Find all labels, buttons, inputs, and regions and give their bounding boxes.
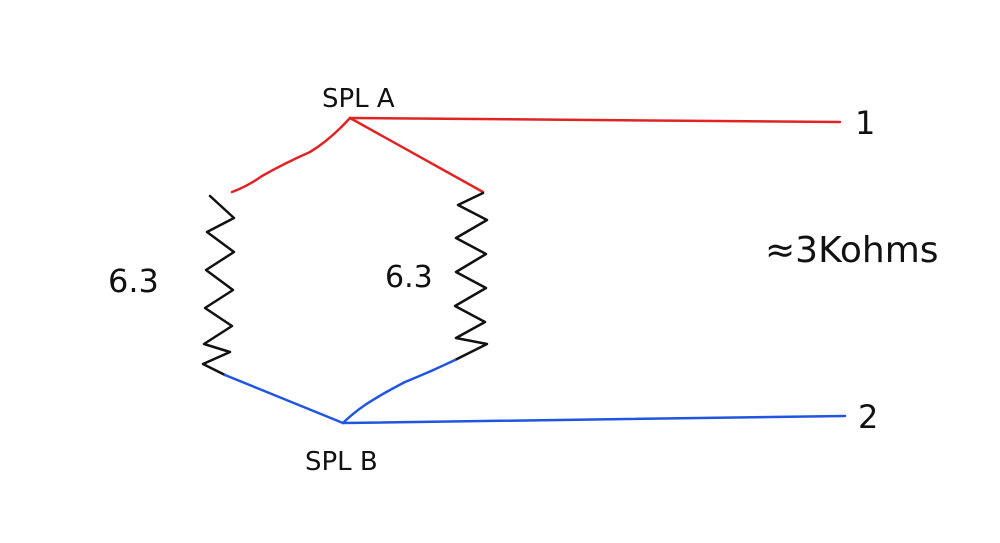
terminal-label-1: 1 <box>855 104 875 142</box>
wire-left-resistor-to-bottom <box>223 373 345 425</box>
node-label-spl-a: SPL A <box>322 84 395 114</box>
equivalent-resistance-annotation: ≈3Kohms <box>765 230 939 271</box>
wire-bottom-to-terminal-2 <box>341 414 847 425</box>
resistor-right-value: 6.3 <box>385 260 433 295</box>
terminal-label-2: 2 <box>858 398 878 436</box>
resistor-left-value: 6.3 <box>108 262 159 300</box>
resistor-left <box>201 194 236 377</box>
wire-right-resistor-to-bottom <box>341 358 457 425</box>
wire-top-to-right-resistor <box>348 116 485 194</box>
resistor-right <box>453 191 489 362</box>
node-label-spl-b: SPL B <box>305 447 378 477</box>
wire-top-to-terminal-1 <box>348 116 842 124</box>
wire-top-to-left-resistor <box>230 116 352 194</box>
